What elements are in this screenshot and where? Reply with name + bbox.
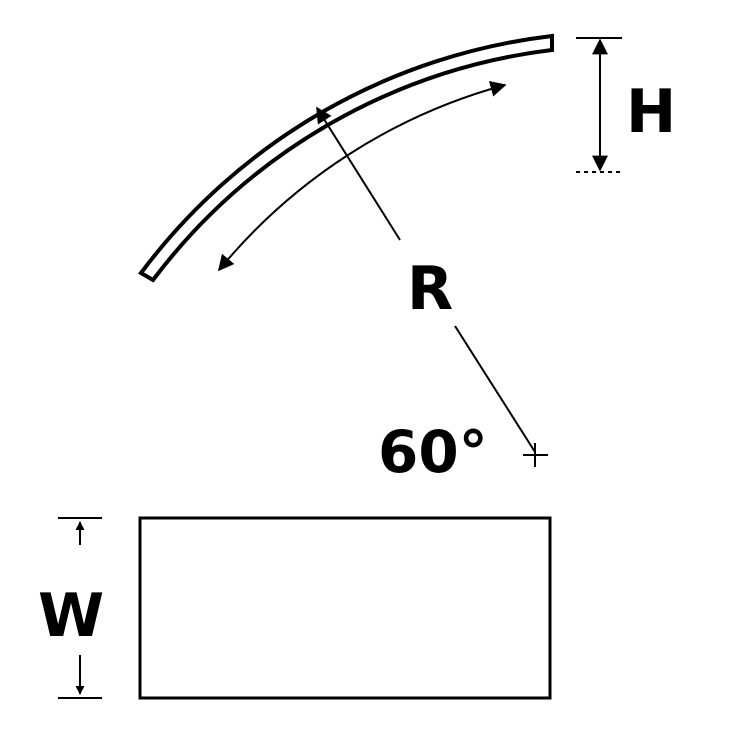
height-dimension xyxy=(576,37,622,173)
angle-label: 60° xyxy=(378,418,488,486)
cross-section-rectangle xyxy=(138,516,552,700)
radius-line-lower xyxy=(454,325,536,453)
curved-strip xyxy=(138,33,554,283)
arc-length-arrow xyxy=(217,81,507,272)
radius-label: R xyxy=(407,254,453,324)
radius-line-upper xyxy=(316,106,401,241)
center-mark xyxy=(523,443,548,467)
width-dimension xyxy=(58,517,102,699)
width-label: W xyxy=(38,581,104,651)
height-label: H xyxy=(626,77,676,147)
